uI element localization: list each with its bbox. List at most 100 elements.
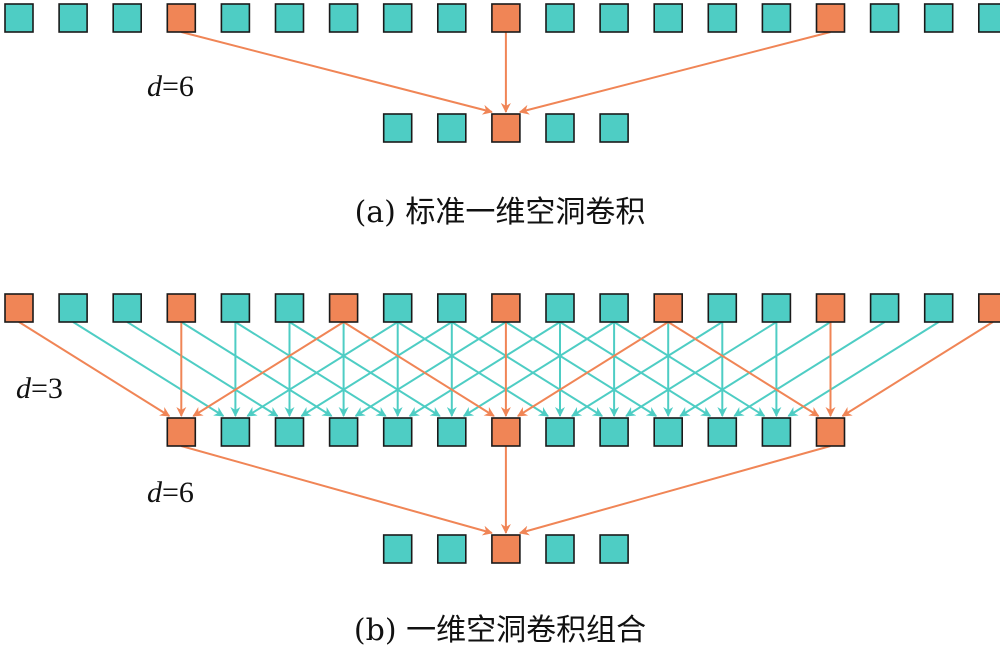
panel-a-output-cell <box>545 113 575 143</box>
panel-b-layer1-arrow <box>300 321 453 417</box>
panel-a-input-cell <box>220 3 251 33</box>
panel-a-input-cell <box>436 3 467 33</box>
panel-a-output-cell <box>382 113 413 143</box>
panel-a-dilation-label: d=6 <box>147 70 194 103</box>
panel-b-output-cell <box>545 534 575 564</box>
panel-b-input-cell <box>923 293 954 323</box>
panel-b-layer1-arrow <box>571 321 723 417</box>
panel-b-middle-row <box>166 417 846 447</box>
panel-b-layer1-arrow-highlighted <box>667 321 820 417</box>
panel-b-middle-cell <box>436 417 467 447</box>
panel-a-input-cell <box>653 3 684 33</box>
panel-b-layer1-arrow <box>613 321 766 417</box>
panel-b-layer1-arrow <box>451 321 603 417</box>
panel-b-middle-cell <box>328 417 359 447</box>
panel-a-dilation-eq: =6 <box>162 70 194 103</box>
panel-a: d=6 (a) 标准一维空洞卷积 <box>4 3 1000 230</box>
panel-b-layer1-arrow-highlighted <box>192 321 345 417</box>
panel-b-middle-cell <box>599 417 629 447</box>
panel-b-input-cell <box>112 293 142 323</box>
panel-a-arrow <box>181 31 493 115</box>
panel-b: d=3 d=6 (b) 一维空洞卷积组合 <box>4 293 1000 648</box>
panel-b-layer1-arrow <box>679 321 832 417</box>
panel-b-input-cell <box>274 293 305 323</box>
panel-a-input-highlighted-cell <box>491 3 521 33</box>
panel-b-layer1-arrow <box>72 321 225 417</box>
panel-b-middle-highlighted-cell <box>491 417 521 447</box>
panel-b-output-row <box>382 534 629 564</box>
panel-b-input-cell <box>58 293 88 323</box>
panel-b-layer1-arrow <box>505 321 658 417</box>
panel-a-dilation-var: d <box>147 70 163 103</box>
panel-b-layer1-dilation-eq: =3 <box>31 372 63 405</box>
panel-b-layer1-arrow <box>787 321 940 417</box>
panel-a-input-cell <box>869 3 900 33</box>
panel-b-input-row <box>4 293 1000 323</box>
panel-b-input-highlighted-cell <box>4 293 34 323</box>
panel-b-input-highlighted-cell <box>653 293 684 323</box>
panel-a-input-cell <box>58 3 88 33</box>
panel-a-output-row <box>382 113 629 143</box>
panel-b-layer1-arrow-highlighted <box>841 321 994 417</box>
panel-b-layer1-arrow <box>462 321 615 417</box>
panel-a-input-cell <box>599 3 629 33</box>
panel-b-middle-cell <box>761 417 792 447</box>
panel-a-output-highlighted-cell <box>491 113 521 143</box>
panel-a-input-cell <box>761 3 792 33</box>
panel-b-layer1-arrow-highlighted <box>517 321 669 417</box>
panel-b-input-cell <box>545 293 575 323</box>
panel-b-middle-cell <box>707 417 738 447</box>
panel-b-middle-cell <box>382 417 413 447</box>
panel-b-layer1-arrow <box>234 321 387 417</box>
panel-b-output-cell <box>436 534 467 564</box>
panel-b-input-highlighted-cell <box>328 293 359 323</box>
panel-b-middle-highlighted-cell <box>815 417 846 447</box>
panel-b-input-highlighted-cell <box>166 293 197 323</box>
panel-b-layer1-arrows <box>18 321 994 417</box>
panel-a-arrows <box>181 31 831 115</box>
panel-b-output-highlighted-cell <box>491 534 521 564</box>
panel-a-input-cell <box>545 3 575 33</box>
panel-a-input-highlighted-cell <box>815 3 846 33</box>
panel-b-output-cell <box>382 534 413 564</box>
panel-b-input-cell <box>599 293 629 323</box>
panel-a-output-cell <box>436 113 467 143</box>
panel-b-layer1-dilation-var: d <box>16 372 32 405</box>
panel-b-layer1-arrow <box>733 321 886 417</box>
panel-b-input-highlighted-cell <box>491 293 521 323</box>
panel-b-layer2-arrow <box>518 445 831 536</box>
panel-a-arrow <box>518 31 831 115</box>
panel-b-input-cell <box>707 293 738 323</box>
panel-a-input-highlighted-cell <box>166 3 197 33</box>
panel-b-middle-cell <box>545 417 575 447</box>
panel-a-input-cell <box>112 3 142 33</box>
panel-b-layer1-arrow <box>408 321 561 417</box>
panel-b-input-highlighted-cell <box>815 293 846 323</box>
panel-a-output-cell <box>599 113 629 143</box>
panel-b-middle-cell <box>653 417 684 447</box>
panel-b-caption: (b) 一维空洞卷积组合 <box>354 613 646 648</box>
panel-b-layer1-arrow <box>559 321 712 417</box>
panel-a-input-cell <box>328 3 359 33</box>
panel-b-layer1-arrow <box>288 321 441 417</box>
panel-b-middle-highlighted-cell <box>166 417 197 447</box>
panel-b-layer1-arrow <box>246 321 399 417</box>
panel-a-input-cell <box>977 3 1000 33</box>
panel-b-layer2-arrows <box>181 445 831 536</box>
panel-b-layer2-dilation-var: d <box>147 476 163 509</box>
panel-b-layer2-dilation-label: d=6 <box>147 476 194 509</box>
panel-b-middle-cell <box>220 417 251 447</box>
panel-b-layer1-arrow <box>625 321 777 417</box>
panel-b-output-cell <box>599 534 629 564</box>
panel-b-layer2-arrow <box>181 445 493 536</box>
panel-b-layer1-arrow <box>354 321 507 417</box>
panel-a-input-cell <box>923 3 954 33</box>
panel-b-layer1-arrow <box>126 321 279 417</box>
panel-b-middle-cell <box>274 417 305 447</box>
panel-b-input-cell <box>436 293 467 323</box>
panel-a-input-cell <box>274 3 305 33</box>
panel-a-input-cell <box>4 3 34 33</box>
panel-b-input-cell <box>220 293 251 323</box>
panel-a-input-cell <box>707 3 738 33</box>
